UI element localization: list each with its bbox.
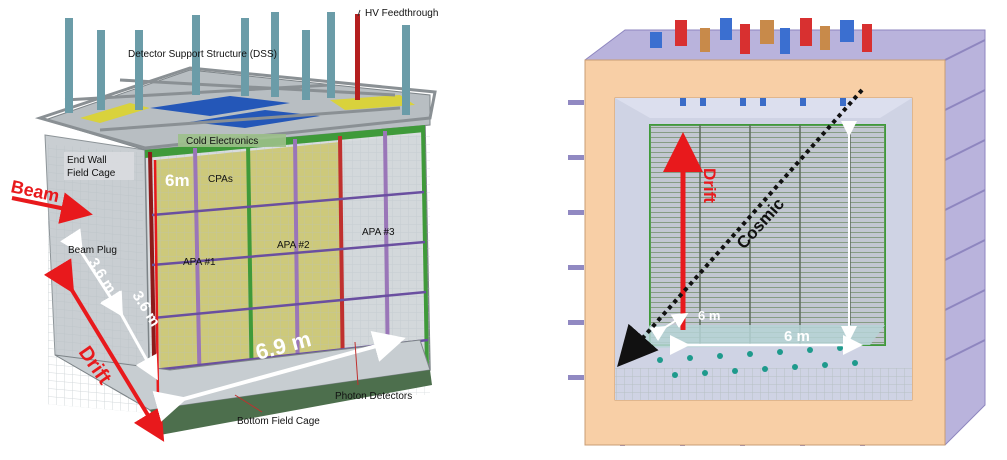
end-wall-label: End Wall bbox=[67, 155, 107, 166]
yellow-strip-2 bbox=[330, 95, 415, 110]
cold-electronics-label: Cold Electronics bbox=[186, 136, 258, 147]
length-arrow bbox=[152, 330, 406, 422]
blue-panel bbox=[150, 96, 290, 116]
dss-label: Detector Support Structure (DSS) bbox=[128, 49, 277, 60]
drift-label-right: Drift bbox=[700, 168, 719, 203]
photon-detectors-label: Photon Detectors bbox=[335, 391, 412, 402]
chamber-floor bbox=[615, 368, 912, 400]
feedthrough-pipes bbox=[65, 12, 410, 115]
apa1-label: APA #1 bbox=[183, 257, 216, 268]
top-equipment bbox=[650, 18, 872, 54]
apa2-label: APA #2 bbox=[277, 240, 310, 251]
height-label: 6m bbox=[165, 171, 190, 190]
depth-label: 6 m bbox=[698, 308, 720, 323]
bottom-field-cage-label: Bottom Field Cage bbox=[237, 416, 320, 427]
width-label-right: 6 m bbox=[784, 328, 810, 345]
width-arrow-b bbox=[100, 290, 158, 381]
hv-leader bbox=[357, 9, 361, 17]
cpas-label: CPAs bbox=[208, 174, 233, 185]
apa3-label: APA #3 bbox=[362, 227, 395, 238]
inner-ceiling bbox=[615, 98, 912, 118]
end-wall-box bbox=[64, 152, 134, 180]
ceiling-feedthroughs bbox=[680, 98, 846, 106]
field-cage-label: Field Cage bbox=[67, 168, 116, 179]
depth-arrow bbox=[649, 312, 689, 342]
bfc-leader bbox=[234, 394, 263, 413]
left-detector-panel: HV Feedthrough Detector Support Structur… bbox=[9, 8, 438, 442]
cosmic-arrow bbox=[617, 88, 864, 367]
cryostat-ribs bbox=[944, 39, 986, 361]
photon-leader bbox=[354, 341, 359, 386]
hv-feedthrough-label: HV Feedthrough bbox=[365, 8, 438, 19]
beam-arrow bbox=[11, 192, 93, 224]
right-cryostat-panel: Drift Cosmic 6 m 6 m bbox=[568, 18, 986, 446]
cold-electronics-box bbox=[178, 134, 286, 147]
beam-plug-label: Beam Plug bbox=[68, 245, 117, 256]
yellow-strip bbox=[80, 103, 150, 123]
